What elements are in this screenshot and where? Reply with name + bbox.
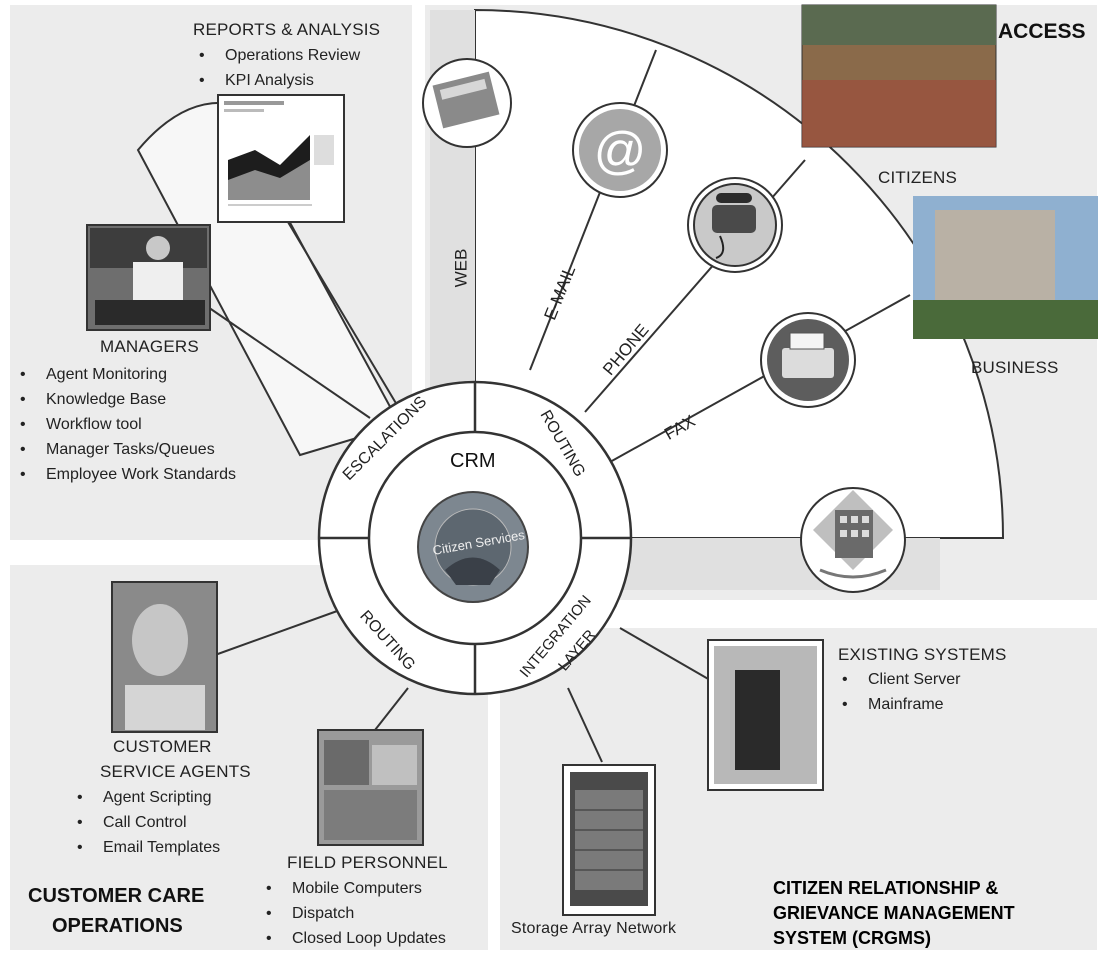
- managers-item: Workflow tool: [16, 412, 236, 437]
- report-chart-image: [217, 94, 345, 223]
- telephone-icon: [687, 177, 783, 273]
- channel-web: WEB: [451, 248, 471, 288]
- citizens-label: CITIZENS: [878, 168, 958, 187]
- access-title: ACCESS: [998, 20, 1086, 43]
- agent-photo: [111, 581, 218, 733]
- email-at-icon: @: [572, 102, 668, 198]
- field-list: Mobile Computers Dispatch Closed Loop Up…: [262, 876, 446, 951]
- office-building-icon: [800, 487, 906, 593]
- reports-title: REPORTS & ANALYSIS: [193, 20, 381, 39]
- existing-item: Mainframe: [838, 692, 960, 717]
- managers-item: Manager Tasks/Queues: [16, 437, 236, 462]
- connector-existing: [619, 627, 711, 681]
- system-title-line3: SYSTEM (CRGMS): [773, 928, 932, 948]
- mainframe-photo: [707, 639, 824, 791]
- field-item: Closed Loop Updates: [262, 926, 446, 951]
- care-title-line1: CUSTOMER CARE: [28, 885, 205, 907]
- manager-photo: [86, 224, 211, 331]
- connector-agents: [214, 609, 341, 656]
- reports-item: KPI Analysis: [195, 68, 360, 93]
- agents-list: Agent Scripting Call Control Email Templ…: [73, 785, 220, 860]
- storage-array-photo: [562, 764, 656, 916]
- managers-title: MANAGERS: [100, 337, 199, 356]
- managers-item: Employee Work Standards: [16, 462, 236, 487]
- managers-item: Knowledge Base: [16, 387, 236, 412]
- reports-item: Operations Review: [195, 43, 360, 68]
- agents-item: Email Templates: [73, 835, 220, 860]
- divider-email-left: [529, 49, 657, 371]
- storage-label: Storage Array Network: [511, 920, 677, 937]
- existing-item: Client Server: [838, 667, 960, 692]
- agents-title-1: CUSTOMER: [113, 737, 212, 756]
- divider-fax: [609, 294, 911, 463]
- svg-text:@: @: [594, 122, 647, 180]
- system-title-line1: CITIZEN RELATIONSHIP &: [773, 878, 999, 898]
- web-page-icon: [422, 58, 512, 148]
- field-photo: [317, 729, 424, 846]
- business-label: BUSINESS: [971, 358, 1059, 377]
- field-item: Dispatch: [262, 901, 446, 926]
- field-item: Mobile Computers: [262, 876, 446, 901]
- agents-title-2: SERVICE AGENTS: [100, 762, 251, 781]
- managers-item: Agent Monitoring: [16, 362, 236, 387]
- managers-list: Agent Monitoring Knowledge Base Workflow…: [16, 362, 236, 487]
- connector-field: [374, 687, 409, 731]
- crm-title: CRM: [450, 450, 496, 472]
- reports-list: Operations Review KPI Analysis: [195, 43, 360, 93]
- existing-list: Client Server Mainframe: [838, 667, 960, 717]
- connector-managers: [204, 304, 371, 419]
- fax-machine-icon: [760, 312, 856, 408]
- system-title-line2: GRIEVANCE MANAGEMENT: [773, 903, 1015, 923]
- agents-item: Call Control: [73, 810, 220, 835]
- field-title: FIELD PERSONNEL: [287, 853, 448, 872]
- care-title-line2: OPERATIONS: [52, 915, 183, 937]
- crowd-photo: [801, 4, 997, 148]
- agents-item: Agent Scripting: [73, 785, 220, 810]
- seal-eagle-shape: [445, 557, 500, 585]
- connector-reports: [281, 211, 401, 411]
- connector-storage: [567, 687, 603, 763]
- existing-title: EXISTING SYSTEMS: [838, 645, 1007, 664]
- building-photo: [913, 196, 1098, 339]
